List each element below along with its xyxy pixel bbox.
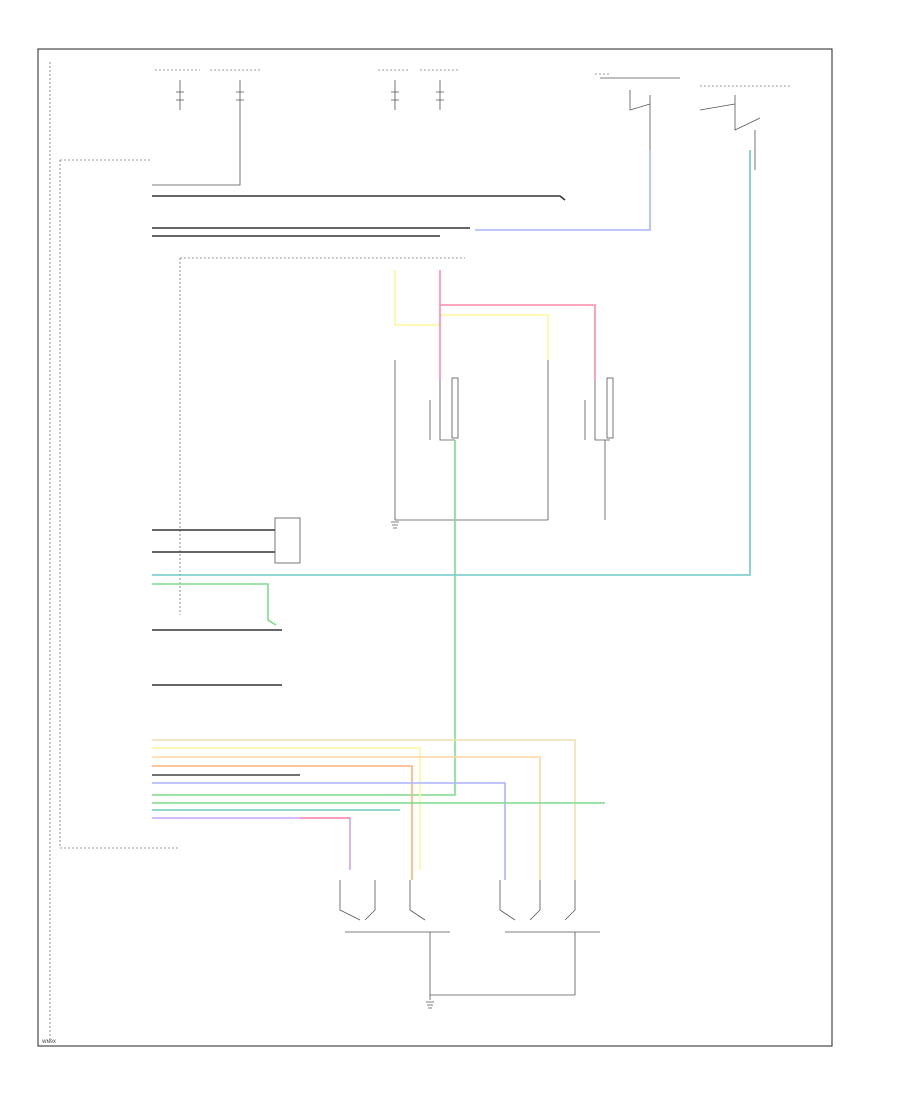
ignition-switch bbox=[595, 73, 790, 170]
footer-code: WN9X bbox=[42, 1039, 56, 1045]
wire-pink-upper bbox=[439, 270, 596, 380]
wire-orange-2 bbox=[152, 765, 413, 880]
wire-orange-1 bbox=[152, 756, 541, 880]
wire-battery bbox=[152, 195, 566, 201]
ground-symbol-upper bbox=[391, 521, 399, 529]
wire-tan bbox=[152, 739, 576, 880]
ground-symbol-lower bbox=[426, 1001, 434, 1009]
antenna-module bbox=[274, 517, 301, 564]
wire-blue-top bbox=[475, 150, 651, 231]
wire-green-mid bbox=[152, 583, 277, 626]
wire-violet bbox=[152, 817, 351, 870]
driver-motor bbox=[394, 360, 548, 521]
driver-door-lock-switch bbox=[430, 880, 600, 996]
sub-module-outline bbox=[179, 257, 465, 615]
fuse-group-center bbox=[378, 69, 460, 110]
passenger-motor bbox=[547, 360, 614, 520]
wire-blue-lower bbox=[152, 782, 506, 880]
fuse-group-left bbox=[152, 69, 260, 186]
wire-yellow-upper bbox=[394, 270, 549, 360]
wire-teal-mid bbox=[152, 150, 751, 576]
diagram-frame bbox=[37, 48, 833, 1047]
module-outline bbox=[59, 159, 180, 849]
wire-yellow-lower bbox=[152, 747, 421, 870]
passenger-door-lock-switch bbox=[339, 880, 450, 1000]
wire-green-long bbox=[152, 440, 456, 796]
